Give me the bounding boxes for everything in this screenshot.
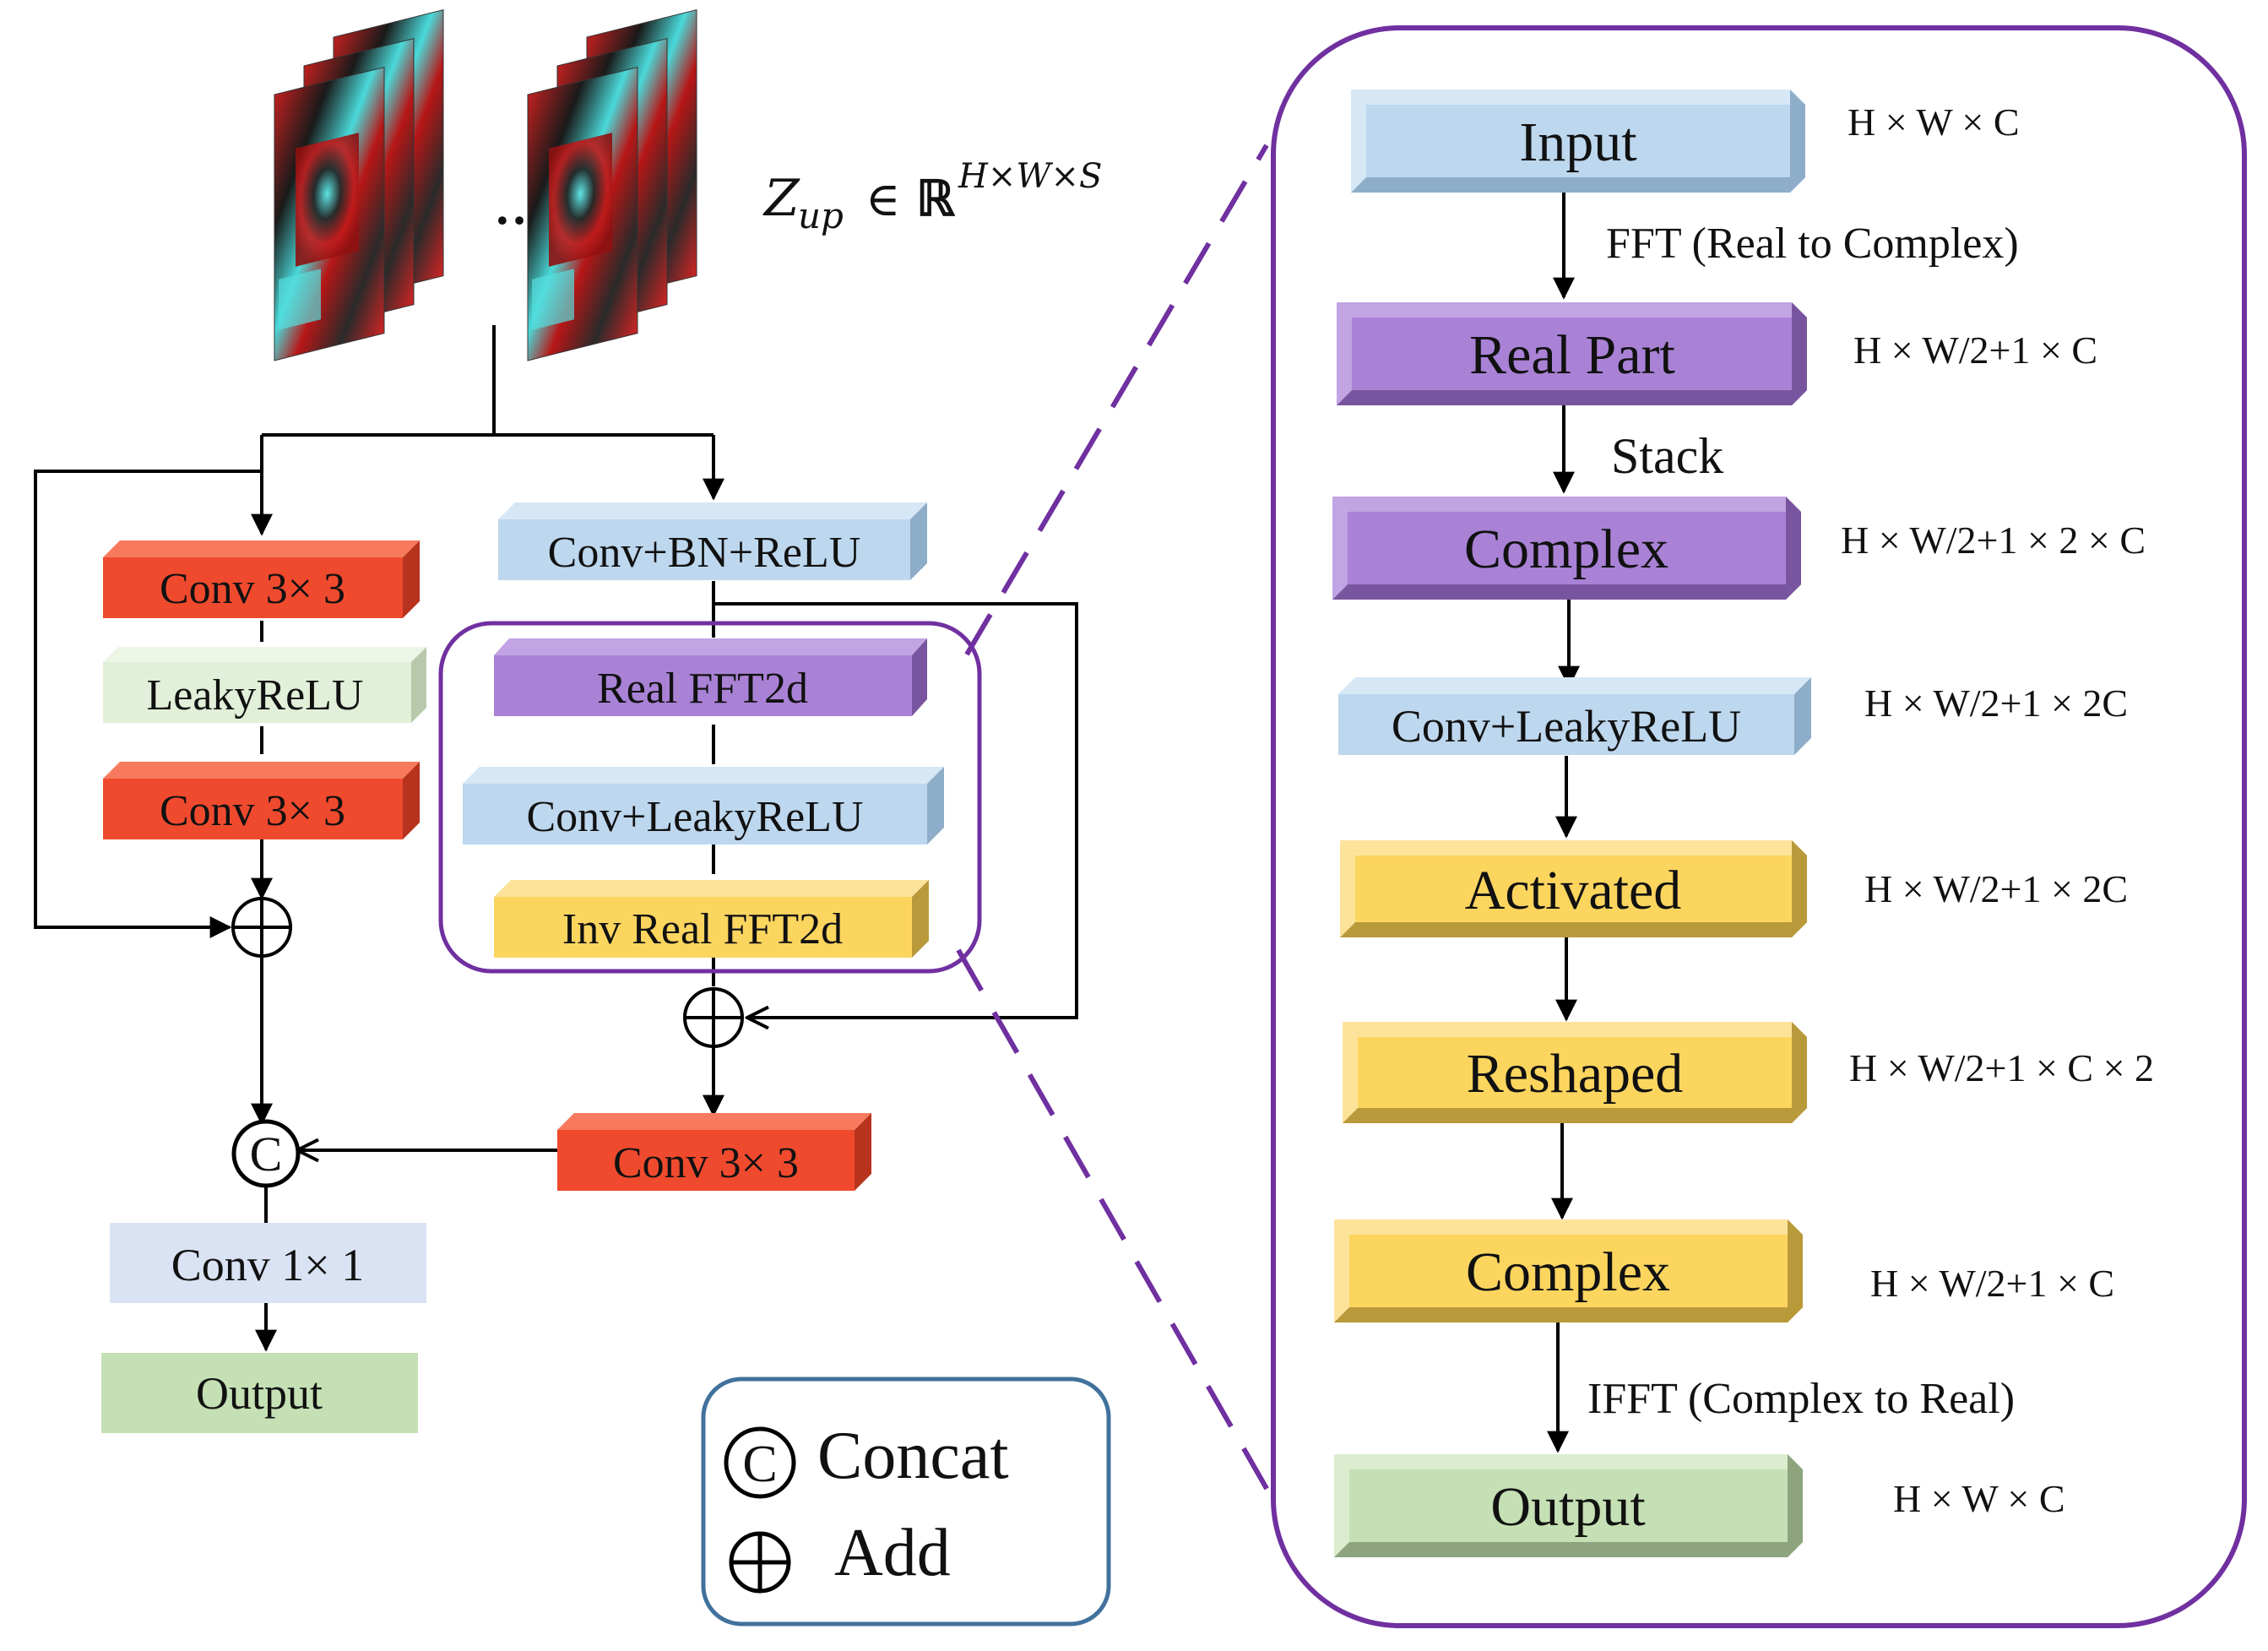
block-conv3x3-a: Conv 3× 3 xyxy=(103,540,420,618)
dim-reshaped: H × W/2+1 × C × 2 xyxy=(1849,1046,2154,1089)
detail-step-complex-1: Complex H × W/2+1 × 2 × C xyxy=(1332,497,2146,600)
block-conv3x3-b: Conv 3× 3 xyxy=(103,762,420,839)
svg-text:Input: Input xyxy=(1519,111,1636,173)
svg-text:Conv 3× 3: Conv 3× 3 xyxy=(160,787,345,835)
element-of-symbol: ∈ xyxy=(865,174,900,226)
dim-conv-leakyrelu: H × W/2+1 × 2C xyxy=(1864,682,2128,725)
zoom-lines xyxy=(956,144,1278,1505)
fft-subblock-frame xyxy=(438,621,982,974)
svg-text:Conv 3× 3: Conv 3× 3 xyxy=(160,565,345,613)
svg-text:Reshaped: Reshaped xyxy=(1467,1043,1684,1105)
svg-text:Conv+LeakyReLU: Conv+LeakyReLU xyxy=(1392,701,1741,752)
legend-concat-icon: C xyxy=(724,1426,796,1499)
svg-text:C: C xyxy=(742,1436,777,1493)
detail-step-output: Output H × W × C xyxy=(1334,1454,2065,1557)
feature-map-stack-left xyxy=(274,8,444,361)
legend: C Concat Add xyxy=(701,1377,1111,1627)
add-symbol-fft xyxy=(683,987,744,1048)
z-subscript: up xyxy=(798,195,844,236)
add-symbol-residual xyxy=(231,897,292,958)
ifft-note: IFFT (Complex to Real) xyxy=(1587,1375,2015,1423)
fft-note: FFT (Real to Complex) xyxy=(1606,220,2019,268)
svg-text:Complex: Complex xyxy=(1464,519,1668,580)
svg-text:Conv 3× 3: Conv 3× 3 xyxy=(613,1139,799,1187)
block-conv3x3-c: Conv 3× 3 xyxy=(557,1113,871,1191)
concat-symbol: C xyxy=(231,1119,301,1188)
detail-step-conv-leakyrelu: Conv+LeakyReLU H × W/2+1 × 2C xyxy=(1338,677,2128,755)
stack-note: Stack xyxy=(1611,428,1723,484)
dimension-superscript: H×W×S xyxy=(958,157,1102,196)
detail-step-reshaped: Reshaped H × W/2+1 × C × 2 xyxy=(1343,1022,2154,1123)
left-connectors xyxy=(34,325,1078,1352)
svg-text:Complex: Complex xyxy=(1466,1241,1670,1303)
legend-add-label: Add xyxy=(834,1516,951,1590)
input-tensor-label: Z up ∈ ℝ H×W×S xyxy=(762,157,1102,236)
detail-step-input: Input H × W × C xyxy=(1351,90,2020,193)
block-real-fft2d: Real FFT2d xyxy=(494,638,927,716)
block-conv1x1: Conv 1× 1 xyxy=(110,1223,426,1303)
svg-text:Output: Output xyxy=(1490,1476,1645,1538)
svg-text:Inv Real FFT2d: Inv Real FFT2d xyxy=(562,905,843,953)
detail-step-activated: Activated H × W/2+1 × 2C xyxy=(1340,840,2128,937)
svg-text:Conv+BN+ReLU: Conv+BN+ReLU xyxy=(548,529,861,577)
block-conv-bn-relu: Conv+BN+ReLU xyxy=(498,502,927,580)
svg-text:Conv+LeakyReLU: Conv+LeakyReLU xyxy=(526,793,863,841)
legend-add-icon xyxy=(729,1531,791,1594)
detail-connectors xyxy=(1547,193,1580,1453)
dim-activated: H × W/2+1 × 2C xyxy=(1864,867,2128,910)
legend-concat-label: Concat xyxy=(817,1419,1009,1493)
block-leakyrelu: LeakyReLU xyxy=(103,647,426,723)
block-inv-real-fft2d: Inv Real FFT2d xyxy=(494,880,929,958)
svg-text:Conv 1× 1: Conv 1× 1 xyxy=(171,1240,364,1290)
block-output-left: Output xyxy=(101,1353,418,1433)
svg-text:LeakyReLU: LeakyReLU xyxy=(146,671,363,720)
real-set-symbol: ℝ xyxy=(916,171,956,226)
z-symbol: Z xyxy=(762,169,800,228)
block-conv-leakyrelu-small: Conv+LeakyReLU xyxy=(463,767,944,845)
dim-real-part: H × W/2+1 × C xyxy=(1853,329,2097,372)
svg-text:Activated: Activated xyxy=(1465,860,1682,921)
dim-complex-2: H × W/2+1 × C xyxy=(1870,1262,2114,1305)
dim-input: H × W × C xyxy=(1847,100,2020,144)
svg-text:Real FFT2d: Real FFT2d xyxy=(597,665,808,713)
feature-map-stack-right xyxy=(527,8,697,361)
concat-letter: C xyxy=(250,1127,283,1181)
dim-output: H × W × C xyxy=(1893,1477,2065,1520)
svg-text:Real Part: Real Part xyxy=(1469,324,1675,386)
detail-step-real-part: Real Part H × W/2+1 × C xyxy=(1337,302,2097,405)
dim-complex-1: H × W/2+1 × 2 × C xyxy=(1841,519,2146,562)
detail-step-complex-2: Complex H × W/2+1 × C xyxy=(1334,1219,2114,1322)
svg-text:Output: Output xyxy=(196,1368,323,1419)
